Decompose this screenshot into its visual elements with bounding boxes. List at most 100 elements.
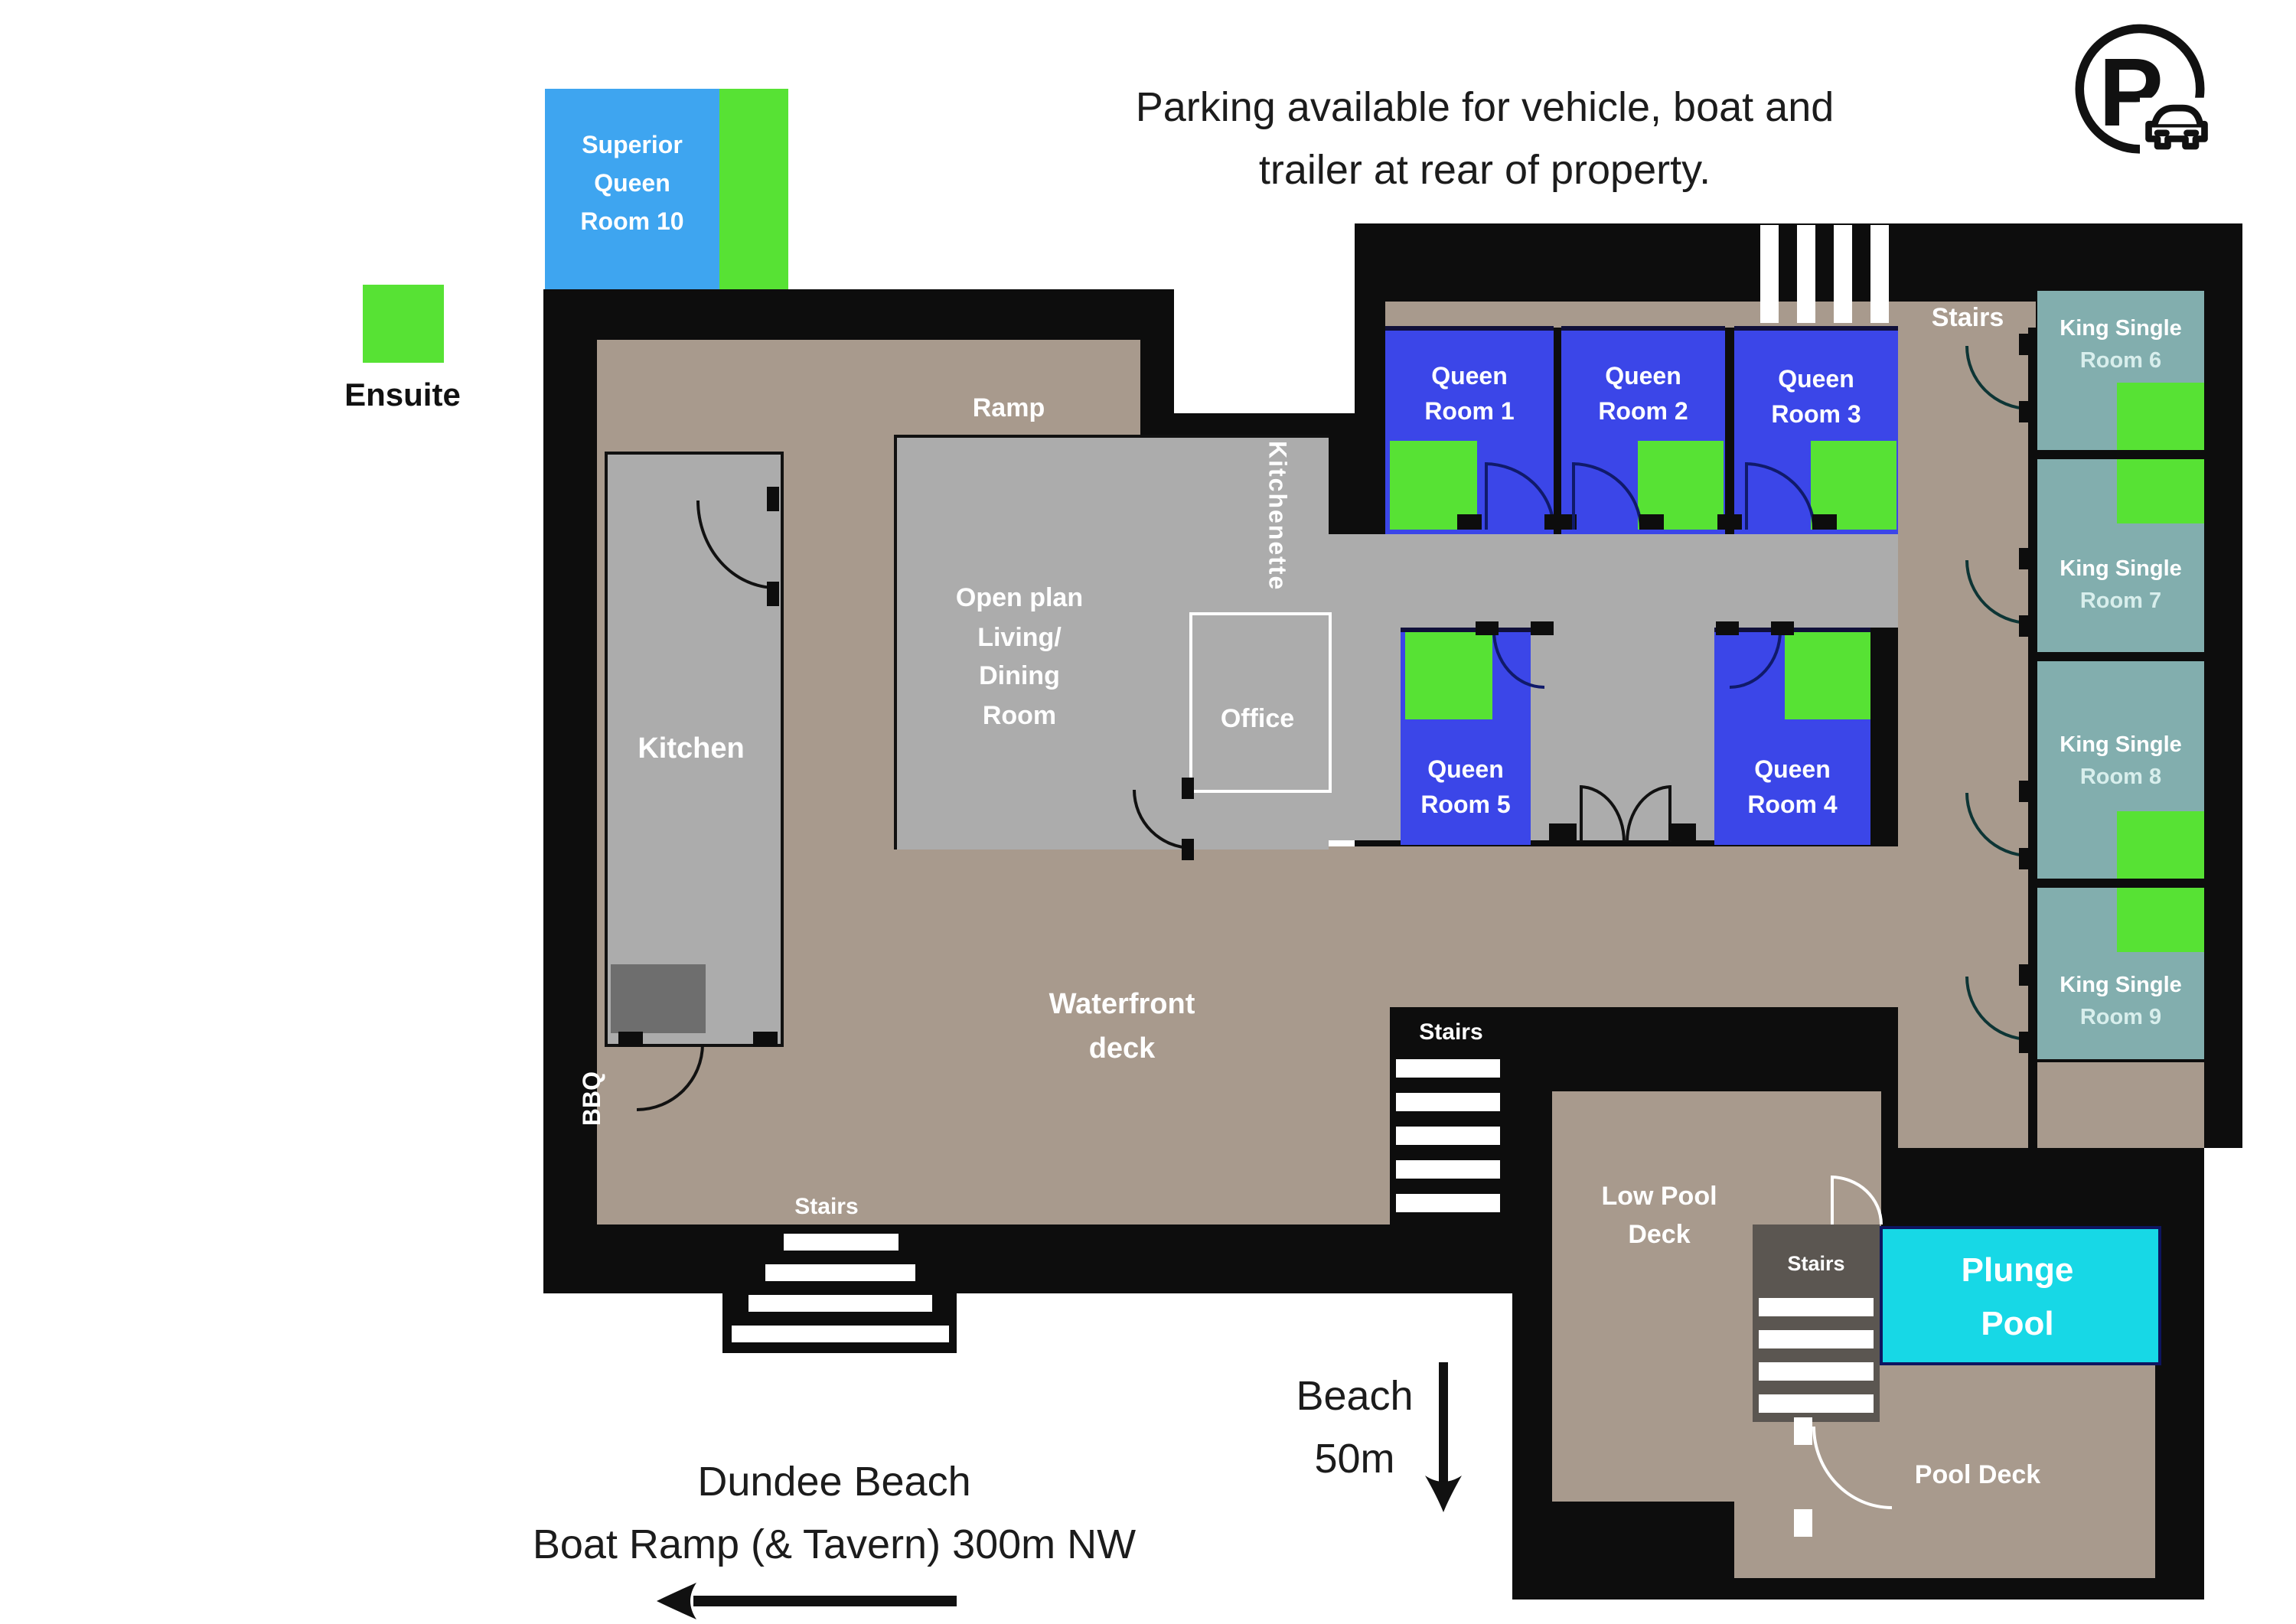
legend-ensuite-swatch	[363, 285, 444, 363]
k6-l2: Room 6	[2079, 349, 2162, 374]
room-queen-3-label: Queen Room 3	[1734, 363, 1898, 434]
door-hinge	[1476, 621, 1499, 635]
plunge-l1: Plunge	[1961, 1251, 2074, 1289]
upper-stair-bar	[1797, 225, 1815, 323]
open-plan-l4: Room	[982, 700, 1057, 729]
room-queen-2-label: Queen Room 2	[1561, 360, 1725, 431]
stair-step	[715, 1353, 967, 1370]
k7-l1: King Single	[2060, 557, 2182, 582]
door-hinge	[2019, 1032, 2034, 1053]
k7-l2: Room 7	[2079, 589, 2162, 615]
stair-step	[1396, 1127, 1500, 1145]
stairs-middle-block	[1390, 1007, 1512, 1293]
hallway-upper	[1326, 534, 1898, 628]
k6-l1: King Single	[2060, 317, 2182, 341]
lpd-l2: Deck	[1628, 1219, 1691, 1249]
stair-step	[748, 1295, 932, 1312]
door-hinge	[1531, 621, 1554, 635]
plunge-pool	[1880, 1226, 2161, 1365]
low-pool-deck-label: Low Pool Deck	[1552, 1179, 1766, 1254]
q1-l2: Room 1	[1424, 399, 1515, 426]
door-hinge	[1549, 823, 1577, 840]
k8-l2: Room 8	[2079, 765, 2162, 791]
kitchen-label: Kitchen	[638, 733, 745, 765]
dundee-note: Dundee Beach Boat Ramp (& Tavern) 300m N…	[375, 1451, 1293, 1575]
arrow-down-icon	[1425, 1362, 1462, 1512]
ensuite-king-7	[2117, 459, 2204, 523]
beach-line1: Beach	[1296, 1373, 1414, 1419]
stair-step	[1396, 1059, 1500, 1078]
stair-step	[1396, 1194, 1500, 1212]
wall-segment-top	[1171, 413, 1385, 435]
q2-l2: Room 2	[1598, 399, 1688, 426]
q4-l1: Queen	[1754, 758, 1831, 784]
door-hinge	[2019, 401, 2034, 422]
ensuite-queen-5	[1405, 632, 1492, 719]
door-hinge	[767, 487, 779, 511]
stair-step	[784, 1234, 899, 1251]
pool-stair-step	[1759, 1362, 1874, 1381]
stair-step	[732, 1326, 949, 1342]
ensuite-queen-4	[1785, 632, 1870, 719]
open-plan-l3: Dining	[979, 661, 1060, 690]
door-hinge	[1771, 621, 1794, 635]
ensuite-king-6	[2117, 383, 2204, 450]
q5-l1: Queen	[1427, 758, 1504, 784]
door-hinge	[1544, 514, 1569, 530]
room-superior-l1: Superior	[582, 133, 683, 159]
door-hinge	[2019, 548, 2034, 569]
car-icon	[2145, 104, 2208, 150]
q2-l1: Queen	[1605, 364, 1681, 390]
upper-stair-bar	[1760, 225, 1779, 323]
wall-segment-mid	[1326, 435, 1385, 534]
room-queen-4-label: Queen Room 4	[1714, 753, 1870, 824]
arrow-left-icon	[657, 1583, 957, 1619]
door-hinge	[1457, 514, 1482, 530]
upper-stair-bar	[1834, 225, 1852, 323]
deck-south-wall	[1174, 1225, 1390, 1293]
door-hinge	[2019, 964, 2034, 986]
waterfront-l2: deck	[1088, 1033, 1156, 1066]
beach-note: Beach 50m	[1225, 1365, 1485, 1489]
q1-l1: Queen	[1431, 364, 1508, 390]
room-king-9-label: King Single Room 9	[2037, 970, 2204, 1035]
door-hinge	[1639, 514, 1664, 530]
door-hinge	[2019, 615, 2034, 637]
k9-l1: King Single	[2060, 973, 2182, 998]
stair-step	[765, 1264, 915, 1281]
office-room	[1189, 612, 1332, 793]
hallway-vertical-west	[1326, 628, 1401, 840]
parking-note: Parking available for vehicle, boat and …	[949, 77, 2020, 201]
ensuite-king-8	[2117, 811, 2204, 879]
pool-stairs-strip	[1753, 1225, 1880, 1422]
door-hinge	[1182, 778, 1194, 799]
plunge-pool-label: Plunge Pool	[1880, 1243, 2155, 1351]
pool-stair-step	[1759, 1298, 1874, 1316]
office-label: Office	[1220, 704, 1295, 733]
upper-stair-bar	[1870, 225, 1889, 323]
stairs-middle-label: Stairs	[1419, 1019, 1483, 1045]
room-king-6-label: King Single Room 6	[2037, 314, 2204, 378]
room-queen-5-label: Queen Room 5	[1401, 753, 1531, 824]
pool-stairs-label: Stairs	[1787, 1252, 1845, 1275]
parking-icon: P	[2075, 24, 2208, 157]
pool-stair-step	[1759, 1394, 1874, 1413]
dundee-line1: Dundee Beach	[697, 1459, 971, 1505]
kitchenette-label: Kitchenette	[1263, 441, 1290, 592]
q5-l2: Room 5	[1420, 793, 1511, 820]
stair-step	[1396, 1093, 1500, 1111]
door-hinge	[753, 1032, 778, 1047]
plunge-l2: Pool	[1981, 1304, 2054, 1343]
door-hinge	[2019, 848, 2034, 869]
door-hinge	[1717, 514, 1742, 530]
room-king-7-label: King Single Room 7	[2037, 554, 2204, 618]
deck-below-room9	[2037, 1062, 2204, 1148]
legend-ensuite-label: Ensuite	[344, 378, 461, 413]
door-jamb	[1794, 1417, 1812, 1445]
open-plan-l1: Open plan	[955, 583, 1084, 612]
room-superior-ensuite	[719, 89, 788, 294]
door-hinge	[1668, 823, 1696, 840]
waterfront-deck-right	[1390, 846, 1898, 1007]
door-hinge	[2019, 334, 2034, 355]
